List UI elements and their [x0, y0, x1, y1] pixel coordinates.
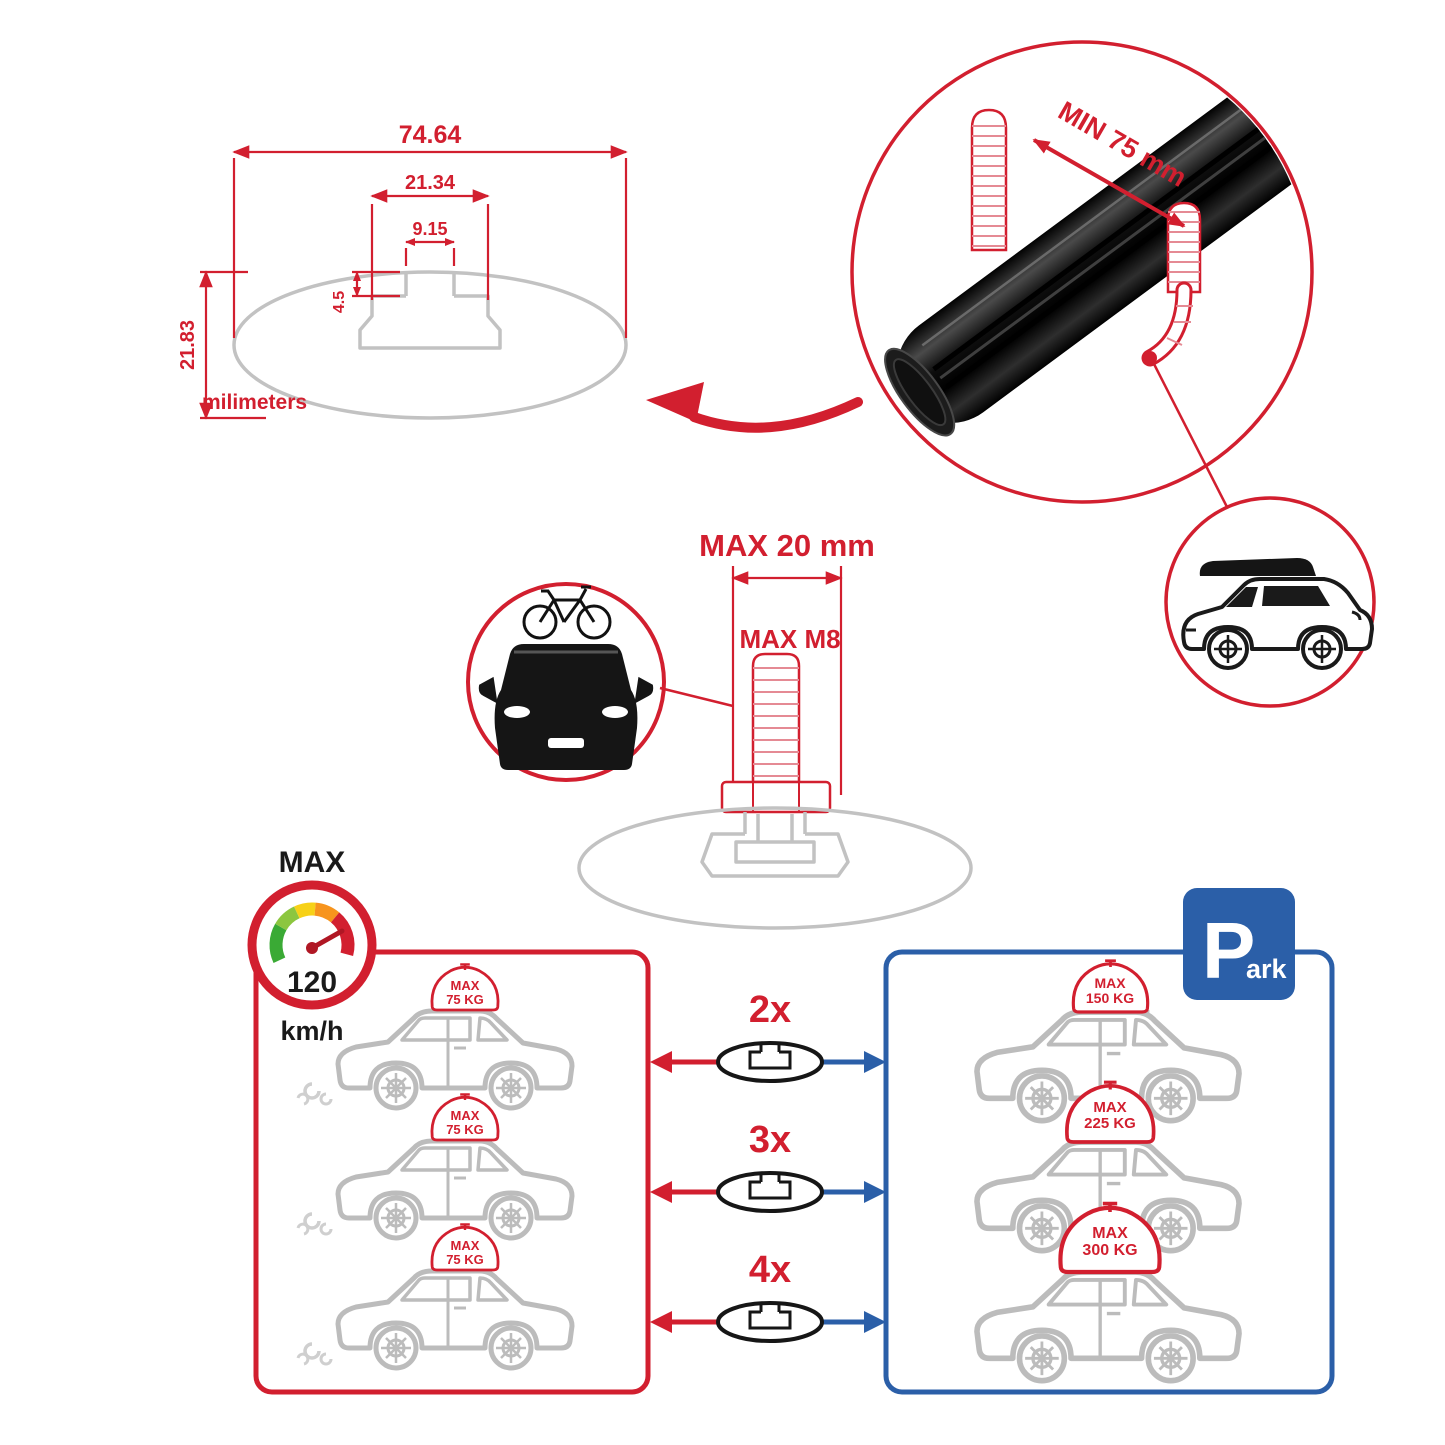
load-label-line1: MAX: [451, 1108, 480, 1123]
suv-with-roofbox-icon: [1181, 558, 1374, 670]
crossbar-3d-render: [884, 61, 1309, 437]
blue-arrowhead: [864, 1311, 886, 1333]
bolt-thread-label: MAX M8: [739, 624, 840, 654]
park-sign: P ark: [1183, 888, 1295, 1000]
dimension-lines: [199, 145, 628, 420]
left-car-row-1: MAX 75 KG: [296, 963, 572, 1108]
multiplier-label: 4x: [749, 1249, 791, 1291]
unit-label: milimeters: [202, 391, 307, 414]
dim-total-width-label: 74.64: [399, 121, 462, 149]
crossbar-end-icon: [716, 1171, 824, 1213]
dim-slot-width-label: 9.15: [412, 219, 447, 239]
bolt-drawing: [720, 652, 832, 814]
gauge-pivot: [306, 942, 318, 954]
speed-max-label: MAX: [279, 846, 346, 879]
speedometer-icon: [269, 902, 355, 963]
load-label-line1: MAX: [451, 978, 480, 993]
left-car-row-2: MAX 75 KG: [296, 1093, 572, 1238]
dim-total-height-label: 21.83: [177, 320, 199, 370]
right-car-row-2: MAX 225 KG: [977, 1080, 1239, 1251]
load-label-line1: MAX: [1094, 975, 1126, 991]
load-label-line1: MAX: [1092, 1225, 1128, 1242]
red-arrowhead: [650, 1051, 672, 1073]
blue-arrowhead: [864, 1051, 886, 1073]
roofbox-suv-badge: [1164, 496, 1376, 708]
clamp-hook: [1141, 281, 1193, 367]
red-arrowhead: [650, 1311, 672, 1333]
bike-icon: [522, 585, 612, 640]
right-car-row-1: MAX 150 KG: [977, 959, 1239, 1121]
crossbar-end-icon: [716, 1301, 824, 1343]
bike-car-leader-line: [659, 686, 734, 708]
bar-detail-view: MIN 75 mm: [850, 40, 1314, 508]
quantity-row-1: 2x: [650, 989, 886, 1083]
park-sign-suffix: ark: [1246, 954, 1288, 984]
load-label-line2: 150 KG: [1086, 990, 1134, 1006]
right-car-row-3: MAX 300 KG: [977, 1204, 1239, 1381]
blue-arrowhead: [864, 1181, 886, 1203]
clamp-rod-right: [1166, 201, 1202, 294]
load-label-line1: MAX: [1093, 1099, 1126, 1116]
park-sign-letter: P: [1202, 906, 1255, 995]
load-label-line2: 75 KG: [446, 992, 484, 1007]
dim-channel-width-label: 21.34: [405, 172, 456, 194]
quantity-row-2: 3x: [650, 1119, 886, 1213]
red-arrowhead: [650, 1181, 672, 1203]
car-front-icon: [478, 644, 654, 770]
speed-unit: km/h: [280, 1016, 343, 1046]
bolt-spec-diagram: MAX 20 mm MAX M8: [577, 528, 973, 930]
speed-value: 120: [287, 966, 337, 999]
park-sign-plate: [1183, 888, 1295, 1000]
load-label-line1: MAX: [451, 1238, 480, 1253]
min-height-arrow: [1032, 138, 1186, 228]
load-label-line2: 75 KG: [446, 1122, 484, 1137]
zoom-callout-arrow: [646, 382, 863, 433]
left-car-row-3: MAX 75 KG: [296, 1223, 572, 1368]
load-label-line2: 75 KG: [446, 1252, 484, 1267]
speed-limit-gauge: MAX 120 km/h: [247, 846, 377, 1046]
load-label-line2: 225 KG: [1084, 1115, 1136, 1132]
profile-with-bolt-drawing: [577, 806, 973, 930]
crossbar-profile-drawing: [232, 270, 628, 420]
multiplier-label: 2x: [749, 989, 791, 1031]
bolt-dimension-lines: [731, 566, 843, 795]
crossbar-cross-section-diagram: 74.64 21.34 9.15 4.5 21.83 milimeters: [177, 121, 628, 420]
clamp-rod-left: [970, 108, 1008, 252]
dim-slot-depth-label: 4.5: [331, 291, 348, 313]
quantity-row-3: 4x: [650, 1249, 886, 1343]
load-label-line2: 300 KG: [1082, 1242, 1137, 1259]
callout-line-to-suv: [1152, 363, 1229, 508]
crossbar-end-icon: [716, 1041, 824, 1083]
bolt-max-width-label: MAX 20 mm: [699, 528, 875, 563]
multiplier-label: 3x: [749, 1119, 791, 1161]
bike-car-badge: [466, 582, 734, 782]
